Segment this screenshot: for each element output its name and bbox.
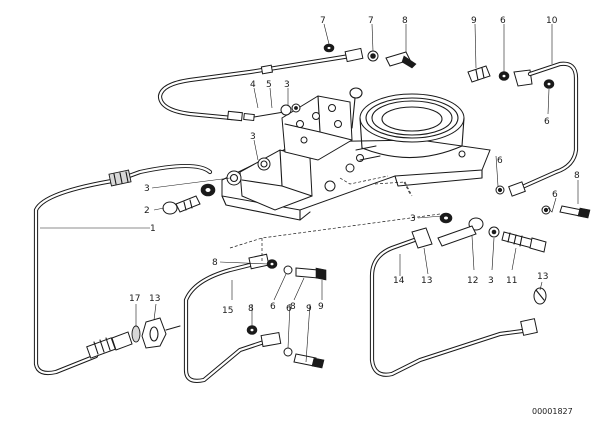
callout-6-top: 6 <box>500 16 506 26</box>
callout-9-mid: 9 <box>318 302 324 312</box>
callout-2: 2 <box>144 206 150 216</box>
right-fuel-line <box>495 61 591 219</box>
callout-15: 15 <box>222 306 233 316</box>
callout-13-left: 13 <box>149 294 160 304</box>
callout-6-mid: 6 <box>497 156 503 166</box>
callout-7-left: 7 <box>320 16 326 26</box>
callout-3-top: 3 <box>284 80 290 90</box>
leader-lines <box>40 23 579 363</box>
middle-fuel-line-15 <box>183 253 327 383</box>
callout-9-low: 9 <box>306 304 312 314</box>
callout-8-mid: 8 <box>212 258 218 268</box>
callout-3-left: 3 <box>144 184 150 194</box>
callout-3-right: 3 <box>488 276 494 286</box>
callout-3-housing: 3 <box>250 132 256 142</box>
callout-6-mid2: 6 <box>270 302 276 312</box>
callout-12: 12 <box>467 276 478 286</box>
callout-6-far: 6 <box>552 190 558 200</box>
callout-3-mid: 3 <box>410 214 416 224</box>
callout-13-right: 13 <box>537 272 548 282</box>
dashed-guides <box>229 181 441 262</box>
callout-11: 11 <box>506 276 517 286</box>
callout-labels: 7 7 8 9 6 10 6 4 5 3 3 3 2 1 6 6 8 3 8 6… <box>129 16 580 316</box>
callout-8-low: 8 <box>248 304 254 314</box>
callout-9-top: 9 <box>471 16 477 26</box>
callout-7-right: 7 <box>368 16 374 26</box>
upper-hardware-7-7-8 <box>323 43 417 69</box>
callout-8-right: 8 <box>574 171 580 181</box>
top-right-hardware <box>467 65 555 89</box>
callout-17: 17 <box>129 294 140 304</box>
callout-6-right: 6 <box>544 117 550 127</box>
left-bolt-2 <box>162 183 216 215</box>
upper-fuel-line <box>157 47 364 122</box>
callout-10: 10 <box>546 16 558 26</box>
ring-17-nut-13 <box>131 317 181 349</box>
callout-14: 14 <box>393 276 405 286</box>
callout-1: 1 <box>150 224 156 234</box>
banjo-fitting-12 <box>437 212 547 253</box>
callout-13-mid: 13 <box>421 276 432 286</box>
callout-8-top: 8 <box>402 16 408 26</box>
main-fuel-line-1 <box>33 163 213 376</box>
callout-4: 4 <box>250 80 256 90</box>
callout-8-mid2: 8 <box>290 302 296 312</box>
metering-unit-assembly <box>221 87 491 221</box>
callout-5: 5 <box>266 80 272 90</box>
right-lower-fuel-line-14 <box>369 227 547 377</box>
callout-6-low: 6 <box>286 304 292 314</box>
document-number: 00001827 <box>532 407 573 416</box>
